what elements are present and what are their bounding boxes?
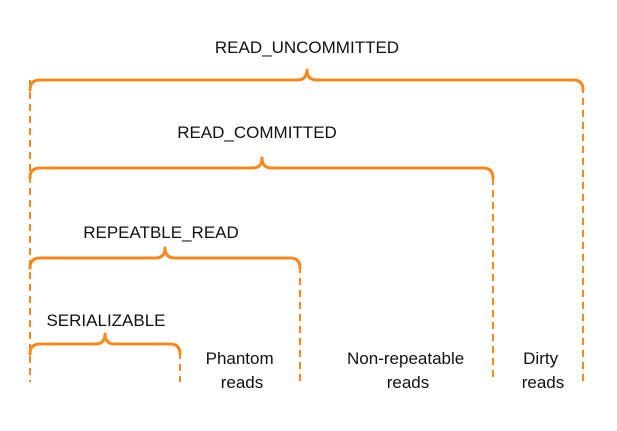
label-non-repeatable-reads-line-1: Non-repeatable	[347, 349, 464, 368]
bracket-read-committed	[28, 156, 495, 180]
label-read-committed: READ_COMMITTED	[177, 123, 337, 142]
label-serializable: SERIALIZABLE	[46, 311, 165, 330]
label-read-uncommitted: READ_UNCOMMITTED	[215, 38, 399, 57]
label-dirty-reads-line-1: Dirty	[523, 349, 558, 368]
label-repeatable-read: REPEATBLE_READ	[83, 223, 239, 242]
bracket-repeatable-read	[28, 246, 302, 270]
label-dirty-reads: Dirty reads	[522, 349, 565, 392]
label-non-repeatable-reads-line-2: reads	[387, 373, 430, 392]
label-dirty-reads-line-2: reads	[522, 373, 565, 392]
label-non-repeatable-reads: Non-repeatable reads	[347, 349, 469, 392]
label-phantom-reads-line-1: Phantom	[206, 349, 274, 368]
bracket-read-uncommitted	[28, 68, 585, 92]
bracket-serializable	[28, 332, 182, 356]
label-phantom-reads: Phantom reads	[206, 349, 279, 392]
label-phantom-reads-line-2: reads	[221, 373, 264, 392]
